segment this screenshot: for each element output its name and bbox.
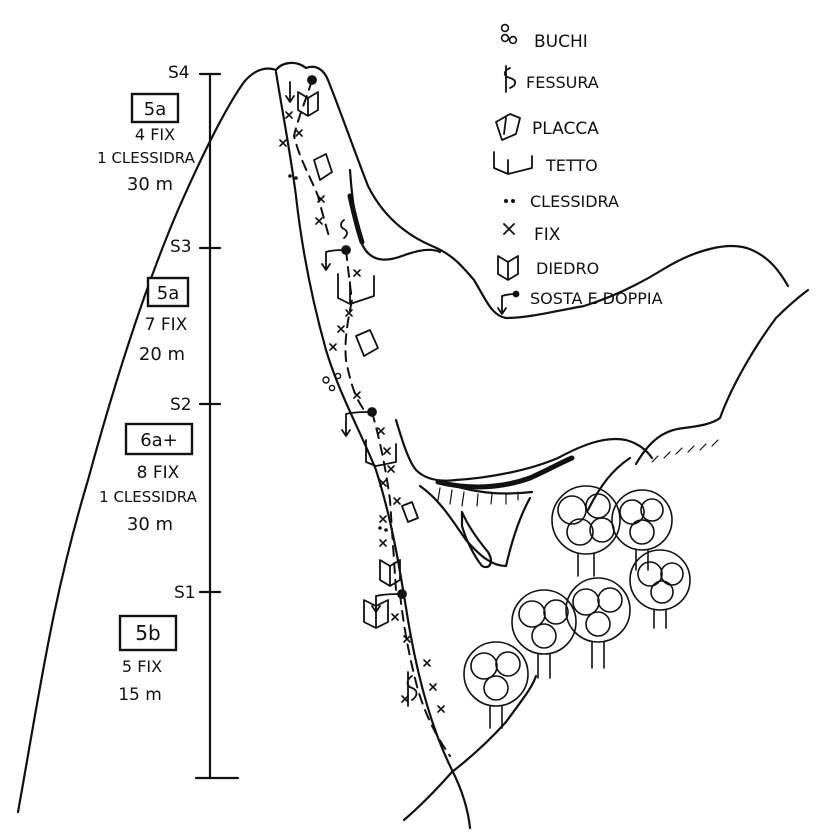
rock-texture <box>437 439 719 507</box>
tree <box>611 489 673 571</box>
belay-s4-icon <box>307 75 317 85</box>
dihedral-icon <box>379 559 401 587</box>
legend-label: PLACCA <box>532 119 599 139</box>
pitch-info-3: 5a 7 FIX 20 m <box>139 276 190 365</box>
belay-rappel-icon <box>497 290 520 315</box>
pitch-scale <box>194 72 240 780</box>
tree <box>551 485 621 577</box>
roof-strokes <box>347 193 575 490</box>
legend-label: BUCHI <box>534 32 588 52</box>
roof-icon <box>365 439 397 467</box>
pitch-line: 30 m <box>127 514 173 535</box>
tree <box>565 577 631 669</box>
pitch-info-4: 5a 4 FIX 1 CLESSIDRA 30 m <box>97 92 196 195</box>
pitch-line: 5 FIX <box>122 657 162 676</box>
grade-box <box>130 92 180 124</box>
pitch-line: 1 CLESSIDRA <box>97 149 195 167</box>
pitch-info-2: 6a+ 8 FIX 1 CLESSIDRA 30 m <box>99 422 198 535</box>
pitch-line: 8 FIX <box>137 463 180 483</box>
grade-box <box>118 614 178 652</box>
legend-label: DIEDRO <box>536 259 599 278</box>
route-line <box>293 79 451 757</box>
belay-label-s2: S2 <box>170 395 192 415</box>
holes-icon <box>500 23 518 45</box>
legend: BUCHI FESSURA PLACCA TETTO CLESSIDRA FIX… <box>493 23 663 315</box>
belay-labels: S4 S3 S2 S1 <box>168 63 196 603</box>
legend-label: CLESSIDRA <box>530 192 619 211</box>
dihedral-icon <box>363 599 389 629</box>
pitch-info-1: 5b 5 FIX 15 m <box>118 614 178 705</box>
route-symbols <box>279 75 445 713</box>
belay-label-s4: S4 <box>168 63 190 83</box>
pitch-line: 7 FIX <box>145 315 188 335</box>
pitch-line: 4 FIX <box>135 125 175 144</box>
thread-icon <box>504 199 515 203</box>
tree <box>463 641 529 729</box>
slab-icon <box>355 329 379 357</box>
bolt-icons <box>279 111 445 713</box>
roof-icon <box>493 151 533 175</box>
holes-icons <box>322 372 342 392</box>
rappel-arrow-icon <box>341 411 371 437</box>
crack-icon <box>340 219 348 239</box>
grade-label: 5a <box>157 283 179 304</box>
tree <box>511 589 577 679</box>
thread-icons <box>288 174 388 532</box>
grade-box <box>124 422 194 456</box>
trees <box>463 485 691 729</box>
slab-icon <box>401 501 419 523</box>
rappel-arrow-icon <box>285 81 295 103</box>
roof-icon <box>337 273 375 305</box>
belay-label-s1: S1 <box>174 583 196 603</box>
bolt-icon <box>503 223 515 235</box>
grade-box <box>146 276 190 308</box>
pitch-line: 20 m <box>139 344 185 365</box>
dihedral-icon <box>497 255 519 281</box>
legend-label: FESSURA <box>526 73 599 92</box>
dihedral-icon <box>297 91 319 117</box>
rappel-arrow-icon <box>321 249 345 271</box>
legend-label: SOSTA E DOPPIA <box>530 289 663 308</box>
crack-icon <box>503 65 517 93</box>
grade-label: 5a <box>144 99 166 120</box>
pitch-line: 30 m <box>127 174 173 195</box>
rock-outline <box>16 61 810 830</box>
pitch-line: 15 m <box>118 685 162 705</box>
grade-label: 6a+ <box>140 430 178 451</box>
tree <box>629 549 691 629</box>
grade-label: 5b <box>135 621 160 645</box>
legend-label: FIX <box>534 225 561 245</box>
pitch-line: 1 CLESSIDRA <box>99 488 197 506</box>
legend-label: TETTO <box>545 156 598 175</box>
belay-label-s3: S3 <box>170 237 192 257</box>
crack-icon <box>406 671 418 707</box>
slab-icon <box>495 113 521 141</box>
slab-icon <box>313 153 333 181</box>
